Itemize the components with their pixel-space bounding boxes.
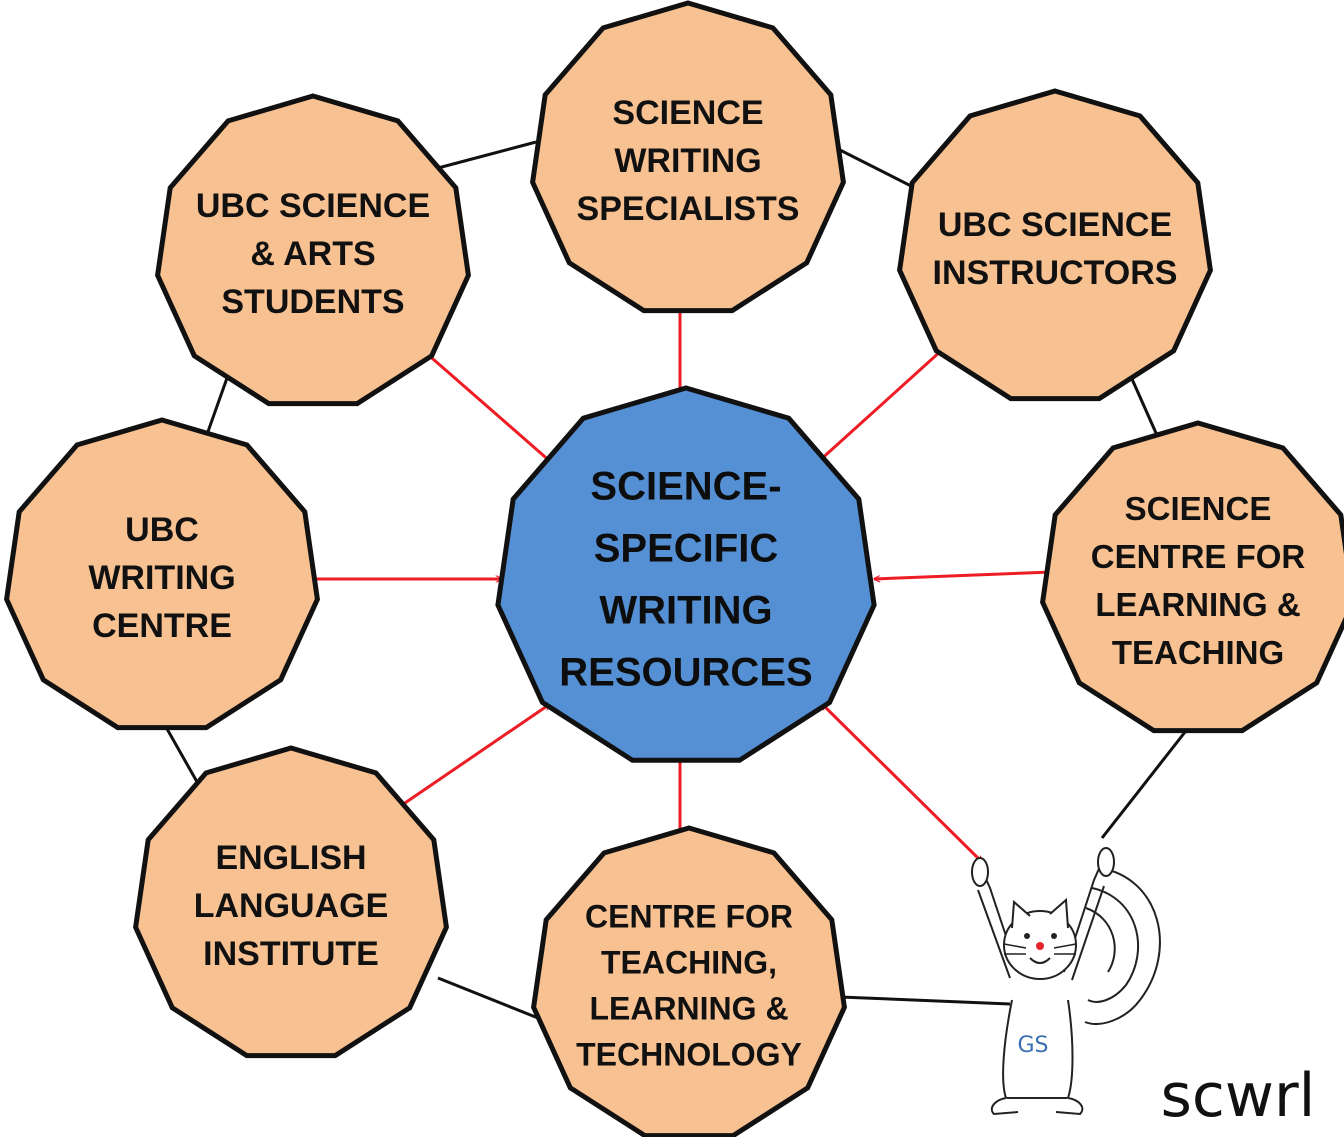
node-shape [133,745,449,1059]
node-label-line: SPECIALISTS [577,190,800,228]
node-label-line: INSTITUTE [203,935,379,973]
connector-line [835,146,916,190]
node-shape [155,93,471,407]
node-label-line: SCIENCE [1125,490,1272,527]
node-label-line: INSTRUCTORS [933,254,1178,292]
connector-line [1126,369,1162,443]
connector-line [437,140,537,170]
node-label-line: SCIENCE [612,94,763,132]
node-shape [531,825,847,1137]
center-label-line: SPECIFIC [594,526,778,570]
node-label-line: TEACHING, [601,945,777,981]
node-label-line: TEACHING [1112,634,1284,671]
arrow [424,350,552,463]
node-label-line: CENTRE FOR [585,899,793,935]
node-label-line: CENTRE FOR [1091,538,1306,575]
node-shape [530,0,846,314]
center-label-line: WRITING [599,588,772,632]
arrow [818,348,944,462]
node-label-line: LEARNING & [1095,586,1300,623]
node-label-line: UBC SCIENCE [196,187,430,225]
node-science-centre-learning-teaching: SCIENCE CENTRE FOR LEARNING & TEACHING [1040,420,1344,734]
connector-line [839,995,1011,1006]
node-label-line: CENTRE [92,607,232,645]
node-label-line: & ARTS [250,235,375,273]
node-science-writing-specialists: SCIENCE WRITING SPECIALISTS [530,0,846,314]
node-label-line: STUDENTS [221,283,404,321]
arrow [822,704,982,862]
node-label-line: UBC SCIENCE [938,206,1172,244]
center-label-line: RESOURCES [559,650,812,694]
node-ubc-science-instructors: UBC SCIENCE INSTRUCTORS [897,88,1213,402]
arrow [874,570,1053,579]
node-label-line: LANGUAGE [194,887,389,925]
node-shape [897,88,1213,402]
node-shape [1040,420,1344,734]
node-label-line: LEARNING & [589,991,788,1027]
brand-logo-text: scwrl [1161,1061,1316,1131]
node-label-line: WRITING [88,559,235,597]
mascot-label: GS [1017,1033,1048,1058]
arrow [401,702,550,807]
node-ubc-writing-centre: UBC WRITING CENTRE [4,417,320,731]
node-ubc-science-arts-students: UBC SCIENCE & ARTS STUDENTS [155,93,471,407]
center-label-line: SCIENCE- [590,464,781,508]
connector-lines [160,140,1198,1020]
node-shape [4,417,320,731]
connector-line [1100,717,1198,839]
node-label-line: WRITING [614,142,761,180]
center-node: SCIENCE- SPECIFIC WRITING RESOURCES [495,385,877,763]
node-label-line: TECHNOLOGY [576,1037,802,1073]
cat-mascot-icon: GS [971,847,1161,1116]
node-label-line: UBC [125,511,199,549]
connector-line [437,976,539,1020]
center-shape [495,385,877,763]
node-centre-teaching-learning-technology: CENTRE FOR TEACHING, LEARNING & TECHNOLOGY [531,825,847,1137]
node-label-line: ENGLISH [215,839,366,877]
nodes: SCIENCE WRITING SPECIALISTS UBC SCIENCE INST… [4,0,1344,1137]
node-english-language-institute: ENGLISH LANGUAGE INSTITUTE [133,745,449,1059]
